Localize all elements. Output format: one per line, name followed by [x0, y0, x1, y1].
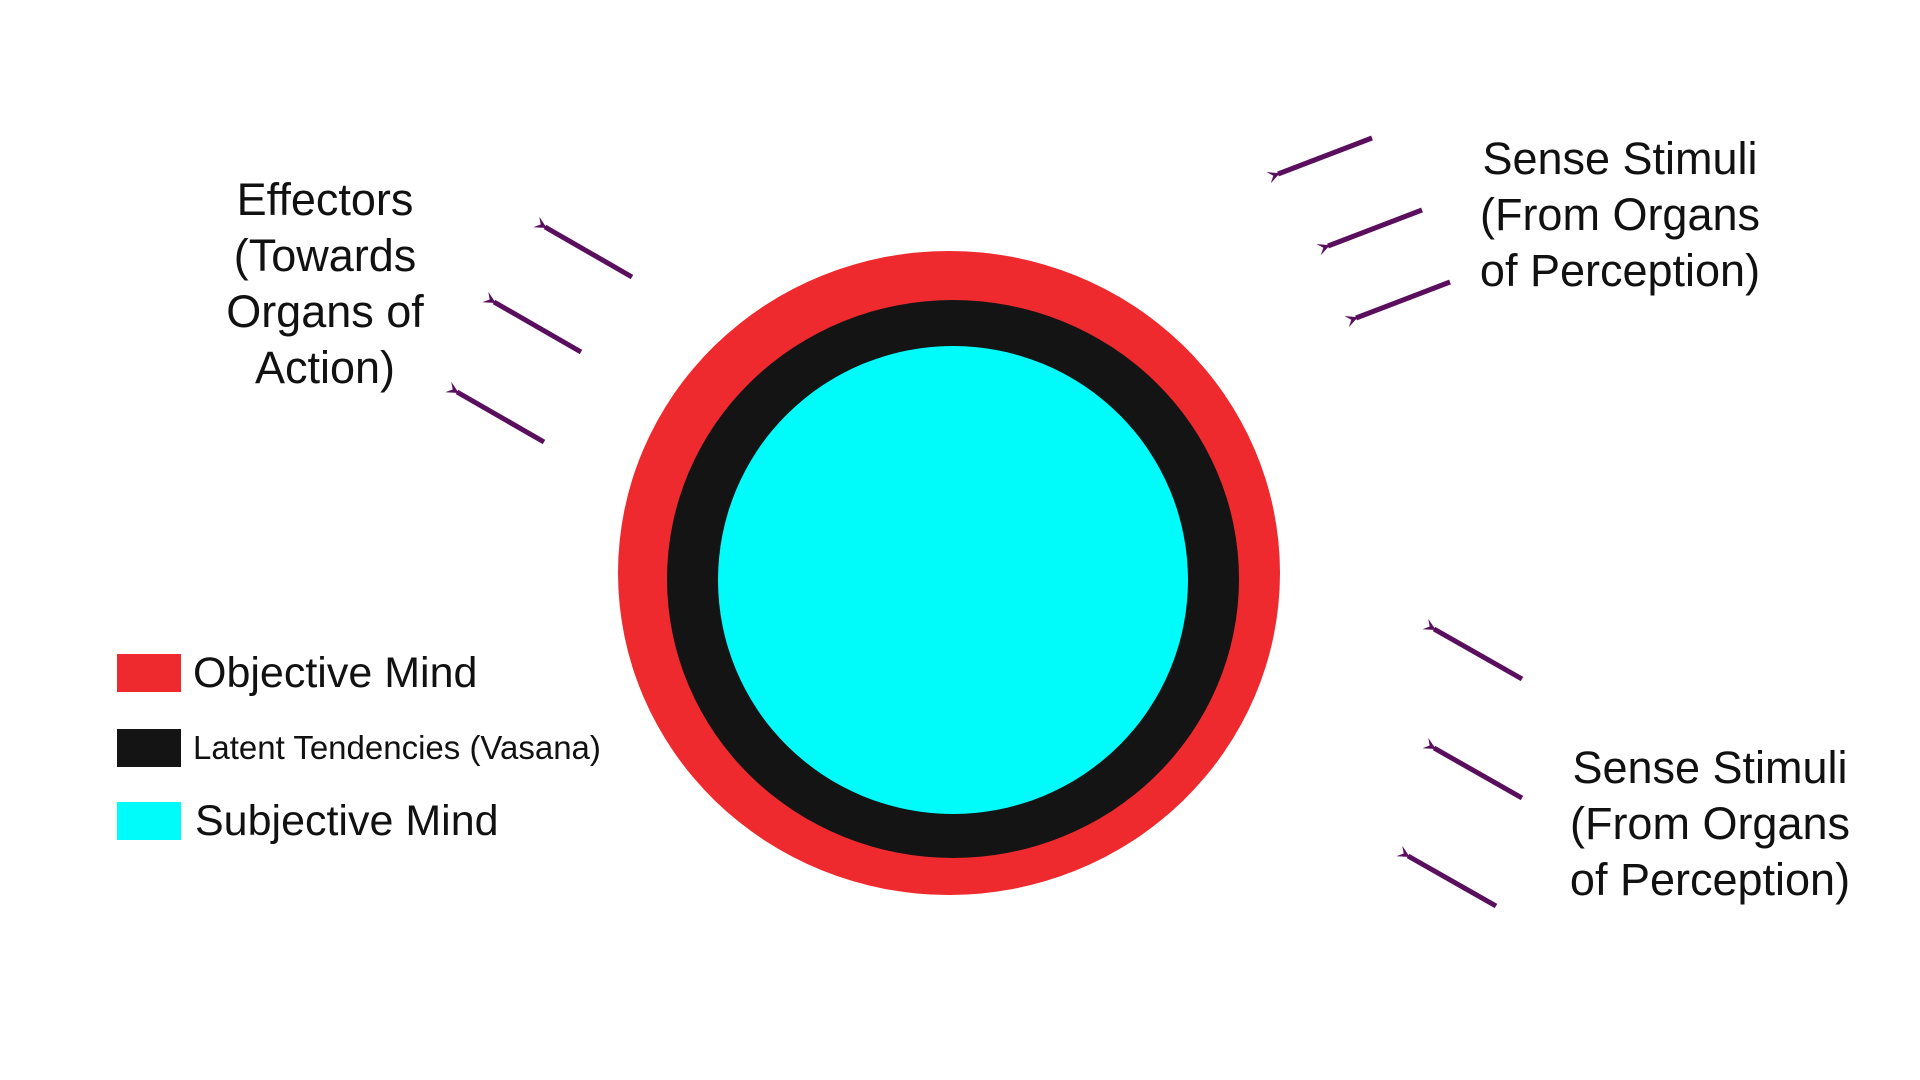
stimulus-arrow: [1396, 845, 1498, 909]
effector-arrow: [482, 291, 583, 355]
subjective-mind-core: [718, 346, 1188, 814]
stimulus-arrow: [1344, 279, 1451, 328]
stimuli-bottom-arrows: [1396, 618, 1524, 909]
effectors-label: Effectors (Towards Organs of Action): [190, 172, 460, 396]
effector-arrows: [445, 216, 634, 445]
sense-stimuli-top-label: Sense Stimuli (From Organs of Perception…: [1440, 131, 1800, 299]
stimulus-arrow: [1422, 737, 1524, 801]
sense-stimuli-bottom-label: Sense Stimuli (From Organs of Perception…: [1530, 740, 1890, 908]
stimulus-arrow: [1316, 207, 1423, 256]
legend-label: Latent Tendencies (Vasana): [193, 729, 601, 766]
stimulus-arrow: [1422, 618, 1524, 682]
legend-label: Subjective Mind: [195, 796, 499, 845]
legend-item-objective-mind: Objective Mind: [117, 649, 477, 697]
sense-stimuli-top-line: (From Organs: [1479, 189, 1761, 240]
effectors-label-line: Action): [254, 342, 396, 393]
effectors-label-line: Effectors: [236, 174, 414, 225]
effector-arrow: [533, 216, 634, 280]
stimulus-arrow: [1266, 135, 1373, 184]
legend-swatch: [117, 654, 181, 692]
effectors-label-line: (Towards: [233, 230, 417, 281]
legend-swatch: [117, 729, 181, 767]
sense-stimuli-top-line: of Perception): [1479, 245, 1761, 296]
sense-stimuli-top-line: Sense Stimuli: [1482, 133, 1758, 184]
sense-stimuli-bottom-line: (From Organs: [1569, 798, 1851, 849]
effector-arrow: [445, 381, 546, 445]
effectors-label-line: Organs of: [226, 286, 424, 337]
sense-stimuli-bottom-line: Sense Stimuli: [1572, 742, 1848, 793]
sense-stimuli-bottom-line: of Perception): [1569, 854, 1851, 905]
legend-item-subjective-mind: Subjective Mind: [117, 797, 499, 845]
legend-label: Objective Mind: [193, 648, 478, 697]
legend-swatch: [117, 802, 181, 840]
legend-item-latent-tendencies: Latent Tendencies (Vasana): [117, 728, 601, 768]
stimuli-top-arrows: [1266, 135, 1451, 328]
